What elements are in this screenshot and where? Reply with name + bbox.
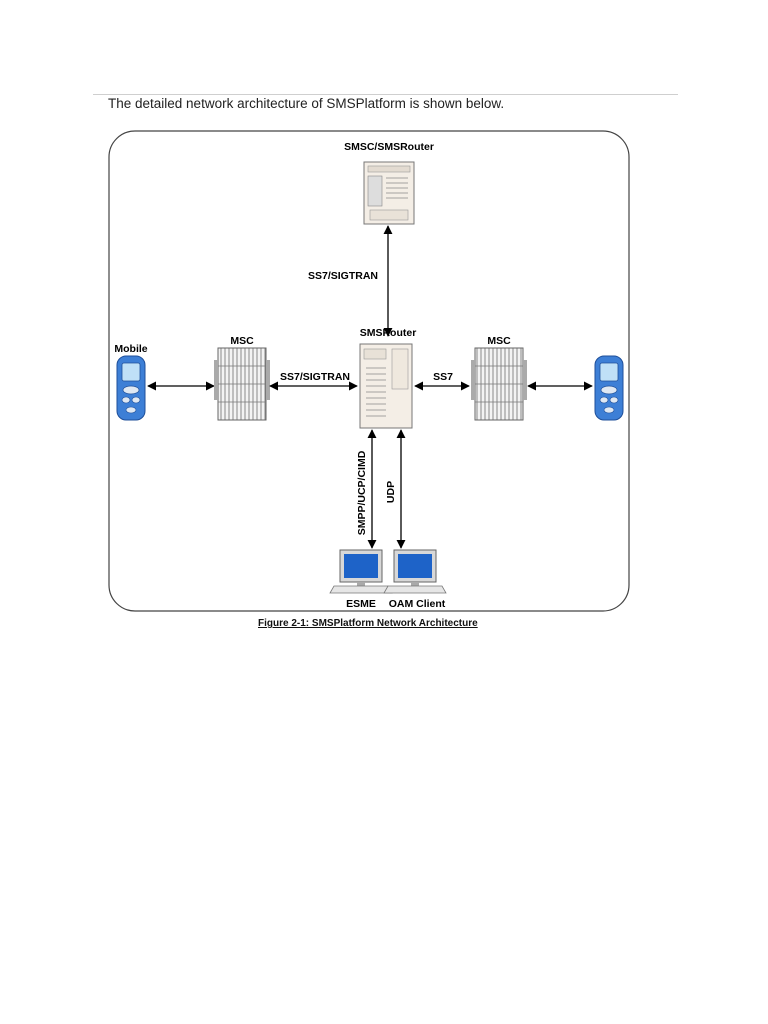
msc-label-right: MSC: [487, 335, 511, 347]
smsc-server-icon: [363, 161, 415, 225]
mobile-label: Mobile: [114, 343, 147, 355]
top-rule: [93, 94, 678, 95]
link-label-router-msc-right: SS7: [433, 371, 453, 383]
esme-computer-icon: [329, 549, 393, 594]
link-label-msc-left-router: SS7/SIGTRAN: [280, 371, 350, 383]
figure-caption: Figure 2-1: SMSPlatform Network Architec…: [258, 618, 478, 629]
link-label-router-esme: SMPP/UCP/CIMD: [356, 450, 368, 535]
smsrouter-server-icon: [359, 343, 413, 429]
msc-server-icon-left: [214, 347, 270, 421]
esme-label: ESME: [346, 598, 376, 610]
network-architecture-diagram: SMSC/SMSRouter SS7/SIGTRAN SMSRouter Mob…: [108, 130, 630, 612]
msc-server-icon-right: [471, 347, 527, 421]
oam-client-label: OAM Client: [389, 598, 446, 610]
smsrouter-label: SMSRouter: [360, 327, 417, 339]
link-label-router-oam: UDP: [385, 481, 397, 503]
oam-client-computer-icon: [383, 549, 447, 594]
mobile-phone-icon-right: [594, 355, 624, 421]
smsc-label: SMSC/SMSRouter: [344, 141, 434, 153]
mobile-phone-icon-left: [116, 355, 146, 421]
link-label-smsc-router: SS7/SIGTRAN: [308, 270, 378, 282]
intro-text: The detailed network architecture of SMS…: [108, 96, 505, 111]
diagram-frame: [108, 130, 630, 612]
msc-label-left: MSC: [230, 335, 254, 347]
